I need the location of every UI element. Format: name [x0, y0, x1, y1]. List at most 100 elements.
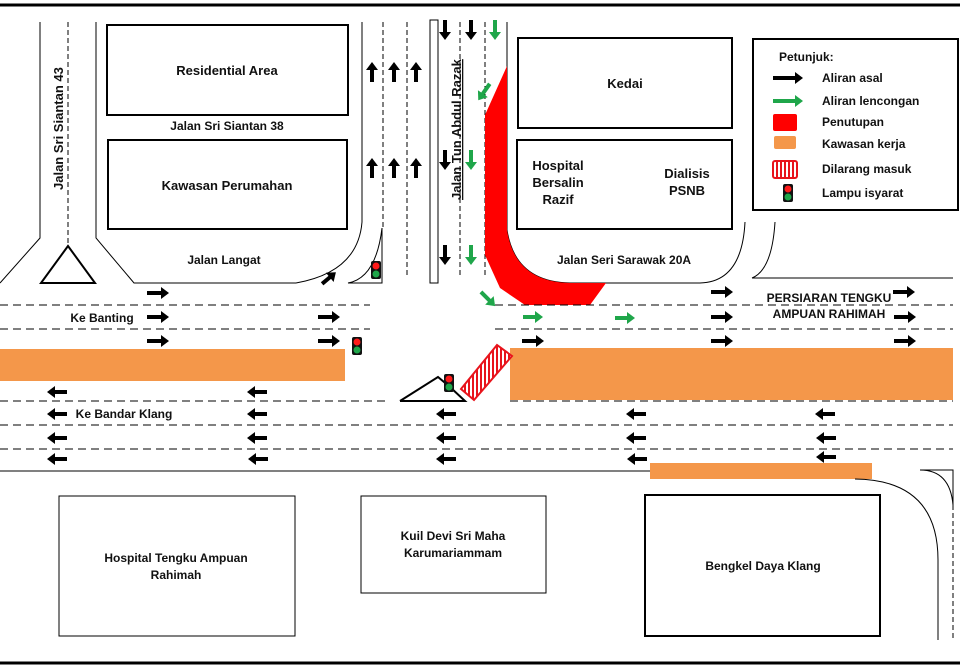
- arrow-original-flow: [147, 311, 169, 323]
- building-label: Rahimah: [151, 568, 202, 582]
- legend-item-work: Kawasan kerja: [774, 136, 906, 151]
- arrow-original-flow: [626, 432, 646, 444]
- legend-label: Aliran asal: [822, 71, 883, 85]
- arrow-original-flow: [815, 408, 835, 420]
- traffic-light-icon: [444, 374, 454, 392]
- road-label-persiaran-2: AMPUAN RAHIMAH: [773, 307, 886, 321]
- legend-item-diversion: Aliran lencongan: [773, 94, 919, 108]
- closure-zone-tun-abdul-razak: [485, 66, 606, 305]
- arrow-original-flow: [436, 453, 456, 465]
- building-kawasan-perumahan: [107, 139, 348, 230]
- traffic-lights: [352, 261, 454, 392]
- arrow-original-flow: [711, 286, 733, 298]
- arrow-original-flow: [711, 311, 733, 323]
- road-edge-curve: [751, 221, 776, 279]
- legend-swatch-closure-icon: [773, 114, 797, 131]
- arrow-original-flow: [894, 335, 916, 347]
- arrow-original-flow: [436, 408, 456, 420]
- arrow-original-flow: [439, 245, 451, 265]
- building-label: PSNB: [669, 183, 705, 198]
- arrow-diversion-flow: [523, 311, 543, 323]
- arrow-original-flow: [816, 451, 836, 463]
- arrow-original-flow: [436, 432, 456, 444]
- arrow-original-flow: [388, 158, 400, 178]
- legend-item-closure: Penutupan: [773, 114, 884, 131]
- building-label: Bengkel Daya Klang: [705, 559, 820, 573]
- arrow-diversion-flow: [615, 312, 635, 324]
- traffic-light-icon: [352, 337, 362, 355]
- arrow-original-flow: [318, 335, 340, 347]
- arrow-original-flow: [47, 386, 67, 398]
- building-label: Dialisis: [664, 166, 710, 181]
- island-triangle-west: [39, 244, 97, 284]
- arrow-diversion-flow: [465, 150, 477, 170]
- arrow-original-flow: [439, 150, 451, 170]
- arrow-original-flow: [627, 453, 647, 465]
- island-southeast: [919, 469, 954, 506]
- legend-traffic-light-icon: [783, 184, 793, 202]
- building-hospital-tengku-ampuan-rahimah: [58, 495, 296, 637]
- road-label-tun-abdul-razak: Jalan Tun Abdul Razak: [449, 58, 464, 200]
- arrow-diversion-flow: [465, 245, 477, 265]
- arrow-original-flow: [247, 386, 267, 398]
- arrow-original-flow: [816, 432, 836, 444]
- building-label: Kuil Devi Sri Maha: [401, 529, 506, 543]
- road-label-langat: Jalan Langat: [187, 253, 260, 267]
- building-label: Residential Area: [176, 63, 278, 78]
- arrow-original-flow: [893, 286, 915, 298]
- building-label: Kawasan Perumahan: [162, 178, 293, 193]
- road-label-siantan-43: Jalan Sri Siantan 43: [51, 67, 66, 190]
- arrow-original-flow: [522, 335, 544, 347]
- legend-label: Aliran lencongan: [822, 94, 919, 108]
- arrow-original-flow: [388, 62, 400, 82]
- median-island-center: [399, 375, 468, 402]
- legend-label: Kawasan kerja: [822, 137, 906, 151]
- work-zone-west: [0, 349, 345, 381]
- legend-arrow-black-icon: [773, 72, 803, 84]
- direction-label-ke-bandar-klang: Ke Bandar Klang: [76, 407, 173, 421]
- no-entry-zone: [459, 343, 514, 402]
- arrow-original-flow: [366, 62, 378, 82]
- road-label-sarawak-20a: Jalan Seri Sarawak 20A: [557, 253, 691, 267]
- arrow-original-flow: [465, 20, 477, 40]
- road-label-persiaran-1: PERSIARAN TENGKU: [767, 291, 892, 305]
- building-label: Hospital Tengku Ampuan: [104, 551, 247, 565]
- legend-item-noentry: Dilarang masuk: [772, 160, 912, 179]
- legend-label: Dilarang masuk: [822, 162, 912, 176]
- arrow-diversion-flow: [489, 20, 501, 40]
- building-kuil-devi: [360, 495, 547, 594]
- arrow-original-flow: [410, 158, 422, 178]
- road-label-siantan-38: Jalan Sri Siantan 38: [170, 119, 284, 133]
- arrow-original-flow: [318, 311, 340, 323]
- building-label: Hospital: [532, 158, 583, 173]
- work-zone-east: [510, 348, 953, 400]
- arrow-original-flow: [410, 62, 422, 82]
- direction-label-ke-banting: Ke Banting: [70, 311, 133, 325]
- legend-label: Penutupan: [822, 115, 884, 129]
- arrow-original-flow: [320, 272, 336, 286]
- building-label: Karumariammam: [404, 546, 502, 560]
- road-edge-southeast: [854, 478, 939, 640]
- legend-item-light: Lampu isyarat: [783, 184, 903, 202]
- arrow-original-flow: [626, 408, 646, 420]
- arrow-diversion-flow: [479, 290, 496, 307]
- legend-label: Lampu isyarat: [822, 186, 903, 200]
- flow-arrows: [47, 20, 916, 465]
- arrow-diversion-flow: [477, 82, 492, 101]
- road-jalan-sri-siantan-43: [0, 22, 296, 284]
- building-residential-area: [106, 24, 349, 116]
- legend-title: Petunjuk:: [779, 50, 834, 64]
- arrow-original-flow: [894, 311, 916, 323]
- arrow-original-flow: [248, 453, 268, 465]
- median-tun-abdul-razak: [429, 19, 439, 284]
- arrow-original-flow: [247, 432, 267, 444]
- persiaran-lane-lines: [0, 304, 953, 472]
- legend-swatch-noentry-icon: [772, 160, 798, 179]
- building-kedai: [517, 37, 733, 129]
- arrow-original-flow: [439, 20, 451, 40]
- legend-arrow-green-icon: [773, 95, 803, 107]
- arrow-original-flow: [247, 408, 267, 420]
- building-label: Bersalin: [532, 175, 583, 190]
- traffic-light-icon: [371, 261, 381, 279]
